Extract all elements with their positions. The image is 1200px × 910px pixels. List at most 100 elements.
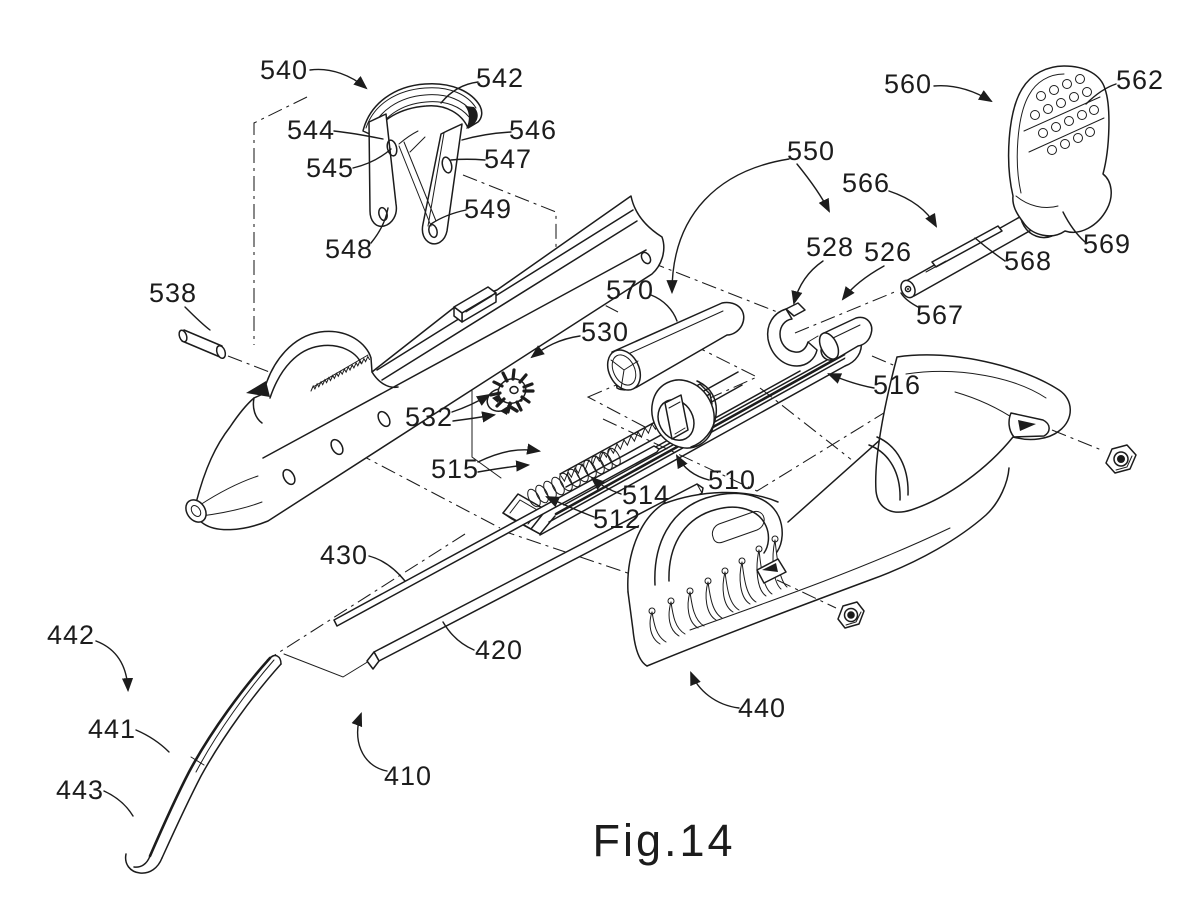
leader-443 <box>103 790 134 817</box>
thumb-button-562 <box>1007 65 1112 239</box>
construction-lines <box>227 96 986 678</box>
hole-545 <box>386 139 398 157</box>
ref-label-512: 512 <box>593 504 641 534</box>
ref-label-441: 441 <box>88 714 136 744</box>
leader-547 <box>450 158 486 161</box>
leader-530 <box>530 335 581 359</box>
gear-teeth-532 <box>489 368 535 414</box>
ref-label-546: 546 <box>509 115 557 145</box>
ref-label-528: 528 <box>806 232 854 262</box>
leader-562 <box>1085 83 1117 105</box>
clip-528 <box>766 302 819 367</box>
leader-570 <box>650 294 678 322</box>
leader-532-b <box>452 411 497 423</box>
leader-548 <box>370 207 389 244</box>
tube-570 <box>606 301 745 391</box>
rod-430 <box>333 445 660 627</box>
leader-515-a <box>477 443 542 463</box>
leader-566 <box>888 190 938 228</box>
ref-label-548: 548 <box>325 234 373 264</box>
ref-label-540: 540 <box>260 55 308 85</box>
ref-label-410: 410 <box>384 761 432 791</box>
leader-526 <box>841 265 885 301</box>
ref-label-570: 570 <box>606 275 654 305</box>
leader-546 <box>461 131 512 141</box>
leader-540 <box>309 68 368 90</box>
ref-label-549: 549 <box>464 194 512 224</box>
leader-528 <box>791 260 824 306</box>
cap-526 <box>818 316 873 361</box>
leader-550-a <box>666 158 790 295</box>
ref-label-440: 440 <box>738 693 786 723</box>
finger-loop <box>654 492 783 586</box>
blade-441 <box>124 654 282 874</box>
leader-542 <box>440 81 479 104</box>
leader-512 <box>545 496 595 518</box>
ref-label-442: 442 <box>47 620 95 650</box>
pin-seat-notch <box>246 381 270 397</box>
leader-569 <box>1062 211 1086 243</box>
clevis-bracket-540 <box>362 83 483 245</box>
leader-441 <box>135 729 170 753</box>
leader-410 <box>351 712 388 772</box>
leader-510 <box>675 454 710 481</box>
ref-label-510: 510 <box>708 465 756 495</box>
ref-label-420: 420 <box>475 635 523 665</box>
ref-label-526: 526 <box>864 237 912 267</box>
ref-label-542: 542 <box>476 63 524 93</box>
pinion-gear-530 <box>486 368 535 415</box>
leader-442 <box>95 640 134 693</box>
leader-430 <box>368 555 406 582</box>
ref-label-545: 545 <box>306 153 354 183</box>
ref-label-443: 443 <box>56 775 104 805</box>
leader-420 <box>442 621 475 651</box>
construction-lines-front <box>776 429 1105 609</box>
ref-label-566: 566 <box>842 168 890 198</box>
leader-560 <box>933 85 993 103</box>
ref-label-544: 544 <box>287 115 335 145</box>
collar-510 <box>651 379 718 449</box>
leader-544 <box>333 130 384 140</box>
slide-rod-566 <box>900 199 1059 299</box>
leader-515-b <box>477 460 531 473</box>
left-plate-544 <box>368 113 398 228</box>
ref-label-547: 547 <box>484 144 532 174</box>
ref-label-430: 430 <box>320 540 368 570</box>
hole-549 <box>428 223 438 239</box>
rod-420 <box>366 483 704 670</box>
ref-label-562: 562 <box>1116 65 1164 95</box>
button-dimples <box>1030 74 1099 155</box>
leader-538 <box>184 306 211 331</box>
leader-567 <box>900 292 921 309</box>
ref-label-569: 569 <box>1083 229 1131 259</box>
leader-lines <box>95 68 1117 817</box>
leader-514 <box>590 476 622 495</box>
ref-label-515: 515 <box>431 454 479 484</box>
hex-nut-upper <box>1105 444 1137 474</box>
leader-549 <box>430 209 467 225</box>
rack-teeth-on-frame <box>310 355 370 392</box>
hex-nut-lower <box>837 601 865 629</box>
pin-538 <box>178 329 227 360</box>
figure-title: Fig.14 <box>592 815 735 866</box>
ref-label-514: 514 <box>622 480 670 510</box>
ref-label-538: 538 <box>149 278 197 308</box>
ref-label-532: 532 <box>405 402 453 432</box>
leader-545 <box>352 148 392 169</box>
ref-label-530: 530 <box>581 317 629 347</box>
upper-handle-shell <box>868 354 1071 513</box>
reference-labels: 540 542 544 546 545 547 549 548 538 560 562 566 569 5… <box>47 55 1164 805</box>
leader-550-b <box>796 163 830 213</box>
ref-label-560: 560 <box>884 69 932 99</box>
leader-568 <box>974 237 1006 262</box>
leader-532-a <box>451 393 491 413</box>
ref-label-567: 567 <box>916 300 964 330</box>
ref-label-550: 550 <box>787 136 835 166</box>
ref-label-516: 516 <box>873 370 921 400</box>
ref-label-568: 568 <box>1004 246 1052 276</box>
leader-440 <box>690 671 740 709</box>
right-plate-546 <box>421 123 463 245</box>
hole-547 <box>441 156 453 174</box>
